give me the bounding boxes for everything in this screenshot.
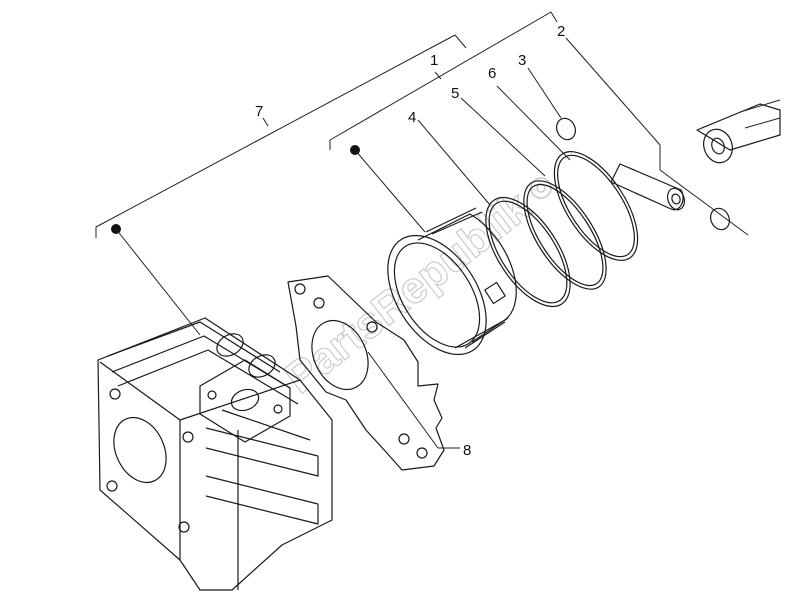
watermark-text: PartsRepublik	[276, 182, 540, 403]
connecting-rod	[696, 99, 781, 164]
piston	[387, 207, 517, 356]
bracket-group-7	[95, 34, 467, 336]
piston-pin	[610, 163, 686, 211]
callout-4: 4	[408, 109, 416, 126]
circlip-lower	[710, 207, 730, 231]
callout-3: 3	[518, 52, 526, 69]
watermark: PartsRepublik	[275, 181, 540, 403]
callout-7: 7	[255, 103, 263, 120]
callout-5: 5	[451, 85, 459, 102]
cylinder-block	[97, 317, 333, 591]
callout-6: 6	[488, 65, 496, 82]
callout-labels: 1 2 3 4 5 6 7 8	[255, 23, 565, 459]
callout-8: 8	[463, 442, 471, 459]
bracket-group-1	[329, 11, 558, 233]
piston-ring-5	[523, 180, 607, 290]
cylinder-gasket	[287, 275, 445, 471]
leader-lines	[367, 37, 749, 449]
piston-ring-4	[485, 196, 571, 308]
piston-ring-6	[553, 151, 639, 261]
circlip-upper	[556, 117, 576, 141]
callout-1: 1	[430, 52, 438, 69]
callout-2: 2	[557, 23, 565, 40]
